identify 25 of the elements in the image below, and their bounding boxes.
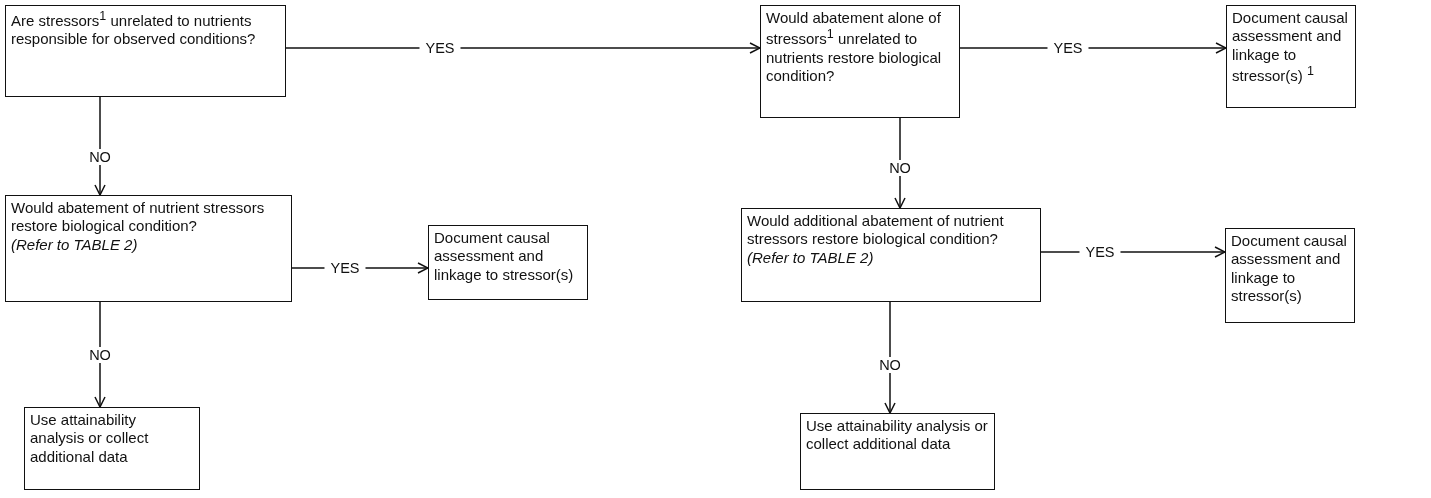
box-text: Document causal assessment and linkage to stressor(s) bbox=[1231, 232, 1348, 306]
edge-label: YES bbox=[1047, 40, 1089, 56]
box-text: Would additional abatement of nutrient stressors restore biological condition? bbox=[747, 212, 1005, 249]
process-box bbox=[760, 5, 960, 118]
process-box bbox=[5, 5, 286, 97]
edge-label: YES bbox=[1079, 244, 1121, 260]
arrow bbox=[285, 42, 761, 54]
table-reference: (Refer to TABLE 2) bbox=[11, 235, 139, 254]
box-text: Use attainability analysis or collect additional data bbox=[30, 411, 150, 466]
process-box bbox=[1225, 228, 1355, 323]
process-box bbox=[5, 195, 292, 302]
process-box bbox=[24, 407, 200, 490]
process-box bbox=[428, 225, 588, 300]
box-text: Document causal assessment and linkage to stressor(s) $^{1}$ bbox=[1232, 9, 1349, 86]
process-box bbox=[800, 413, 995, 490]
box-text: Document causal assessment and linkage to stressor(s) bbox=[434, 229, 575, 284]
edge-label: YES bbox=[324, 260, 366, 276]
box-text: Use attainability analysis or collect additional data bbox=[806, 417, 989, 454]
box-text: Would abatement alone of stressors$^{1}$ unrelated to nutrients restore biological condition? bbox=[766, 9, 943, 86]
process-box bbox=[1226, 5, 1356, 108]
box-text: Are stressors$^{1}$ unrelated to nutrients responsible for observed conditions? bbox=[11, 9, 257, 49]
edge-label: YES bbox=[419, 40, 461, 56]
table-reference: (Refer to TABLE 2) bbox=[747, 248, 875, 267]
box-text: Would abatement of nutrient stressors restore biological condition? bbox=[11, 199, 266, 236]
process-box bbox=[741, 208, 1041, 302]
